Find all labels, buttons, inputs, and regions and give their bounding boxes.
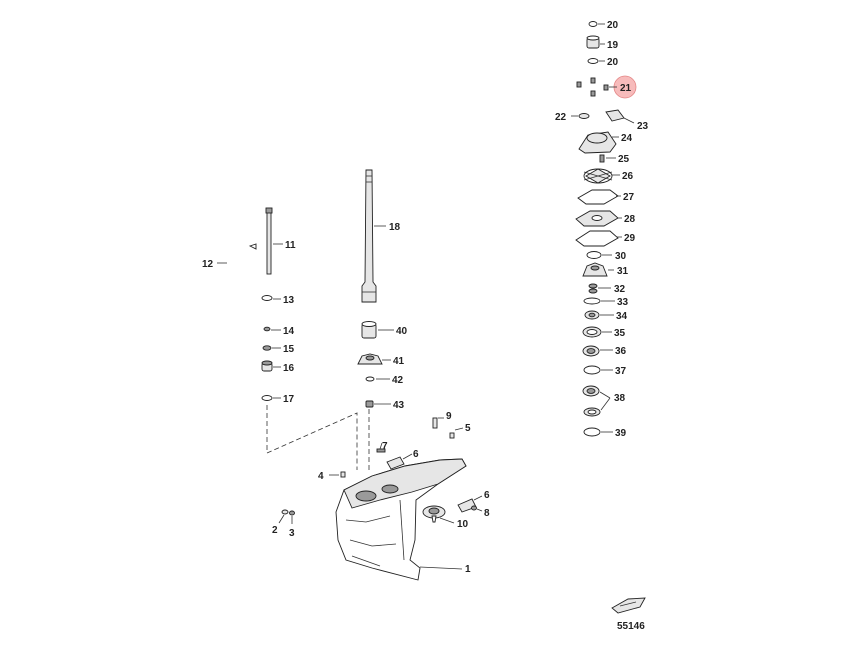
callout-17[interactable]: 17 — [283, 394, 295, 405]
callout-1[interactable]: 1 — [465, 564, 471, 575]
callout-16[interactable]: 16 — [283, 363, 295, 374]
seal-part — [588, 283, 598, 289]
callout-40[interactable]: 40 — [396, 326, 408, 337]
nut-part — [365, 400, 374, 408]
o-ring-part — [583, 427, 601, 437]
callout-38[interactable]: 38 — [614, 393, 626, 404]
figure-number: 55146 — [617, 621, 645, 632]
trim-tab-part — [422, 505, 446, 523]
callout-30[interactable]: 30 — [615, 251, 627, 262]
callout-27[interactable]: 27 — [623, 192, 635, 203]
callout-34[interactable]: 34 — [616, 311, 628, 322]
ring-part — [583, 297, 601, 305]
o-ring-part — [583, 365, 601, 375]
callout-32[interactable]: 32 — [614, 284, 626, 295]
callout-25[interactable]: 25 — [618, 154, 630, 165]
key-part — [599, 154, 605, 163]
o-ring-part — [261, 295, 273, 301]
washer-part — [578, 113, 590, 119]
callout-8[interactable]: 8 — [484, 508, 490, 519]
washer-part — [365, 376, 375, 382]
washer-part — [281, 509, 289, 515]
callout-14[interactable]: 14 — [283, 326, 295, 337]
gasket-part — [577, 189, 619, 205]
callout-4[interactable]: 4 — [318, 471, 324, 482]
washer-part — [263, 326, 271, 332]
nut-part — [289, 510, 295, 516]
figure-id: 55146 — [611, 597, 646, 632]
plug-part — [340, 471, 346, 478]
callout-37[interactable]: 37 — [615, 366, 627, 377]
callout-41[interactable]: 41 — [393, 356, 405, 367]
screw-part — [471, 505, 477, 511]
callout-35[interactable]: 35 — [614, 328, 626, 339]
gearcase-hardware: 2 3 4 9 5 7 6 6 8 — [272, 411, 490, 539]
shift-shaft-stack: 11 12 13 14 15 16 17 — [202, 207, 358, 470]
callout-24[interactable]: 24 — [621, 133, 633, 144]
o-ring-part — [261, 395, 273, 401]
drive-shaft-part — [361, 169, 377, 303]
callout-9[interactable]: 9 — [446, 411, 452, 422]
callout-23[interactable]: 23 — [637, 121, 649, 132]
callout-20[interactable]: 20 — [607, 57, 619, 68]
drive-shaft-stack: 18 40 41 42 43 — [357, 169, 408, 470]
callout-28[interactable]: 28 — [624, 214, 636, 225]
o-ring-part — [587, 58, 599, 64]
callout-36[interactable]: 36 — [615, 346, 627, 357]
seal-part — [262, 345, 272, 351]
callout-13[interactable]: 13 — [283, 295, 295, 306]
callout-11[interactable]: 11 — [285, 240, 296, 251]
callout-7[interactable]: 7 — [382, 441, 388, 452]
screw-part — [432, 417, 438, 429]
callout-3[interactable]: 3 — [289, 528, 295, 539]
seal-part — [588, 288, 598, 294]
water-pump-stack: 20 19 20 21 22 23 24 25 — [555, 20, 649, 439]
gasket-part — [575, 230, 619, 247]
callout-6[interactable]: 6 — [484, 490, 490, 501]
callout-19[interactable]: 19 — [607, 40, 619, 51]
callout-42[interactable]: 42 — [392, 375, 404, 386]
plug-part — [449, 432, 455, 439]
callout-10[interactable]: 10 — [457, 519, 469, 530]
callout-18[interactable]: 18 — [389, 222, 401, 233]
gearcase-thumbnail-icon — [611, 597, 646, 614]
callout-21[interactable]: 21 — [620, 83, 632, 94]
callout-2[interactable]: 2 — [272, 525, 278, 536]
callout-43[interactable]: 43 — [393, 400, 405, 411]
callout-31[interactable]: 31 — [617, 266, 629, 277]
anode-part — [386, 456, 405, 470]
clip-part — [248, 243, 257, 250]
callout-29[interactable]: 29 — [624, 233, 636, 244]
insert-part — [605, 109, 625, 122]
callout-26[interactable]: 26 — [622, 171, 634, 182]
callout-5[interactable]: 5 — [465, 423, 471, 434]
o-ring-part — [586, 251, 602, 259]
screw-part — [376, 448, 386, 453]
gearcase-housing: 1 — [335, 458, 471, 581]
callout-15[interactable]: 15 — [283, 344, 295, 355]
shift-shaft-part — [266, 211, 272, 275]
impeller-part — [583, 168, 613, 184]
callout-6[interactable]: 6 — [413, 449, 419, 460]
callout-22[interactable]: 22 — [555, 112, 567, 123]
callout-20[interactable]: 20 — [607, 20, 619, 31]
callout-33[interactable]: 33 — [617, 297, 629, 308]
callout-12[interactable]: 12 — [202, 259, 214, 270]
callout-39[interactable]: 39 — [615, 428, 627, 439]
o-ring-part — [588, 21, 598, 27]
